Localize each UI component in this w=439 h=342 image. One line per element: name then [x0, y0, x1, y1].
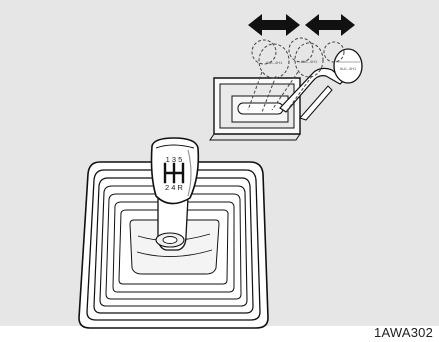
- shift-direction-arrow-right: [305, 14, 355, 36]
- shift-direction-arrow-left: [248, 14, 300, 36]
- ghost-knob-label-2: AUL-4H1: [301, 59, 318, 64]
- ghost-knob-label-1: AUL-4H1: [266, 60, 283, 65]
- shift-lever-shaft: [156, 198, 188, 250]
- shift-pattern-icon: 1 3 5 2 4 R: [165, 155, 184, 192]
- shift-pattern-top-row: 1 3 5: [166, 155, 183, 164]
- shift-pattern-bottom-row: 2 4 R: [165, 183, 184, 192]
- solid-knob-label: AUL-4H1: [340, 66, 357, 71]
- figure-id-label: 1AWA302: [374, 325, 433, 340]
